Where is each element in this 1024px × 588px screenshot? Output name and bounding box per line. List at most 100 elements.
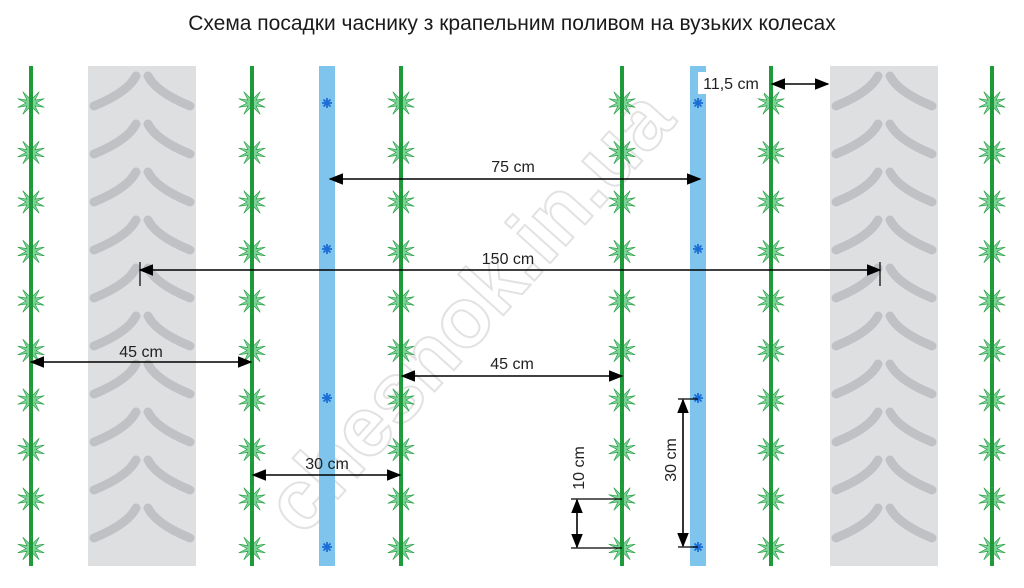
garlic-plant <box>387 336 415 365</box>
garlic-plant <box>387 385 415 415</box>
garlic-plant <box>757 385 785 415</box>
tread-right <box>143 503 195 543</box>
drip-tape-left <box>319 66 335 566</box>
garlic-plant <box>608 187 636 217</box>
tread-right <box>143 71 195 111</box>
drip-tape-right <box>690 66 706 566</box>
tread-right <box>143 119 195 159</box>
garlic-plant <box>238 385 266 415</box>
tread-left <box>831 359 883 399</box>
garlic-plant <box>238 534 266 563</box>
tread-right <box>885 311 937 351</box>
garlic-plant <box>608 385 636 415</box>
dim-75-label: 75 cm <box>491 159 535 176</box>
dim-45-left-label: 45 cm <box>119 344 163 361</box>
garlic-plant <box>608 435 636 464</box>
garlic-plant <box>757 435 785 464</box>
tread-right <box>885 407 937 447</box>
tire-body <box>88 66 196 566</box>
garlic-plant <box>17 138 45 167</box>
garlic-plant <box>757 237 785 266</box>
tread-left <box>831 311 883 351</box>
garlic-plant <box>608 138 636 167</box>
emitter <box>693 98 703 108</box>
garlic-plant <box>387 435 415 464</box>
diagram-title: Схема посадки часнику з крапельним полив… <box>188 12 836 35</box>
garlic-row-2 <box>238 66 266 566</box>
watermark-text: chesnok.in.ua <box>246 70 692 550</box>
tread-right <box>885 503 937 543</box>
garlic-plant <box>978 187 1006 217</box>
tread-right <box>885 215 937 255</box>
dim-30-h-label: 30 cm <box>305 456 349 473</box>
watermark: chesnok.in.ua <box>245 69 693 551</box>
drip-tape-strip <box>319 66 335 566</box>
tire-tracks <box>88 66 938 566</box>
tread-left <box>831 503 883 543</box>
garlic-row-1 <box>17 66 45 566</box>
emitter <box>693 244 703 254</box>
garlic-plant <box>387 237 415 266</box>
garlic-plant <box>757 88 785 118</box>
tread-left <box>831 119 883 159</box>
drip-tape-strip <box>690 66 706 566</box>
garlic-plant <box>978 336 1006 365</box>
garlic-plant <box>757 534 785 563</box>
dim-150-label: 150 cm <box>482 251 534 268</box>
tire-left <box>88 66 196 566</box>
garlic-plant <box>238 138 266 167</box>
tread-left <box>89 167 141 207</box>
garlic-plant <box>17 435 45 464</box>
dim-30-v-label: 30 cm <box>663 438 680 482</box>
garlic-plant <box>17 286 45 316</box>
garlic-plant <box>978 138 1006 167</box>
tread-left <box>89 71 141 111</box>
tread-right <box>885 119 937 159</box>
tread-left <box>89 263 141 303</box>
garlic-plant <box>978 237 1006 266</box>
tread-right <box>143 407 195 447</box>
tread-left <box>89 503 141 543</box>
tread-left <box>89 455 141 495</box>
garlic-plant <box>238 336 266 365</box>
tread-right <box>143 455 195 495</box>
tread-right <box>885 455 937 495</box>
garlic-row-4 <box>608 66 636 566</box>
tread-right <box>143 311 195 351</box>
garlic-row-5 <box>757 66 785 566</box>
garlic-plant <box>238 435 266 464</box>
garlic-plant <box>757 187 785 217</box>
tread-right <box>885 263 937 303</box>
garlic-plant <box>387 88 415 118</box>
garlic-rows <box>17 66 1006 566</box>
garlic-plant <box>238 484 266 514</box>
garlic-plant <box>978 435 1006 464</box>
tread-left <box>831 407 883 447</box>
dim-11-label: 11,5 cm <box>703 76 759 93</box>
garlic-plant <box>608 237 636 266</box>
tread-right <box>885 359 937 399</box>
garlic-plant <box>238 286 266 316</box>
tread-left <box>831 455 883 495</box>
garlic-plant <box>238 187 266 217</box>
emitter <box>693 393 703 403</box>
garlic-plant <box>757 138 785 167</box>
tread-left <box>89 119 141 159</box>
tread-left <box>89 407 141 447</box>
garlic-plant <box>757 336 785 365</box>
dim-10-label: 10 cm <box>571 446 588 490</box>
garlic-plant <box>608 88 636 118</box>
garlic-plant <box>17 534 45 563</box>
garlic-plant <box>238 237 266 266</box>
garlic-plant <box>17 484 45 514</box>
tread-left <box>89 311 141 351</box>
garlic-plant <box>757 484 785 514</box>
garlic-plant <box>387 187 415 217</box>
garlic-plant <box>17 336 45 365</box>
tread-right <box>143 215 195 255</box>
garlic-plant <box>238 88 266 118</box>
tread-right <box>143 167 195 207</box>
tire-right <box>830 66 938 566</box>
dim-11-label-bg <box>698 72 764 94</box>
dim-45-mid-label: 45 cm <box>490 356 534 373</box>
